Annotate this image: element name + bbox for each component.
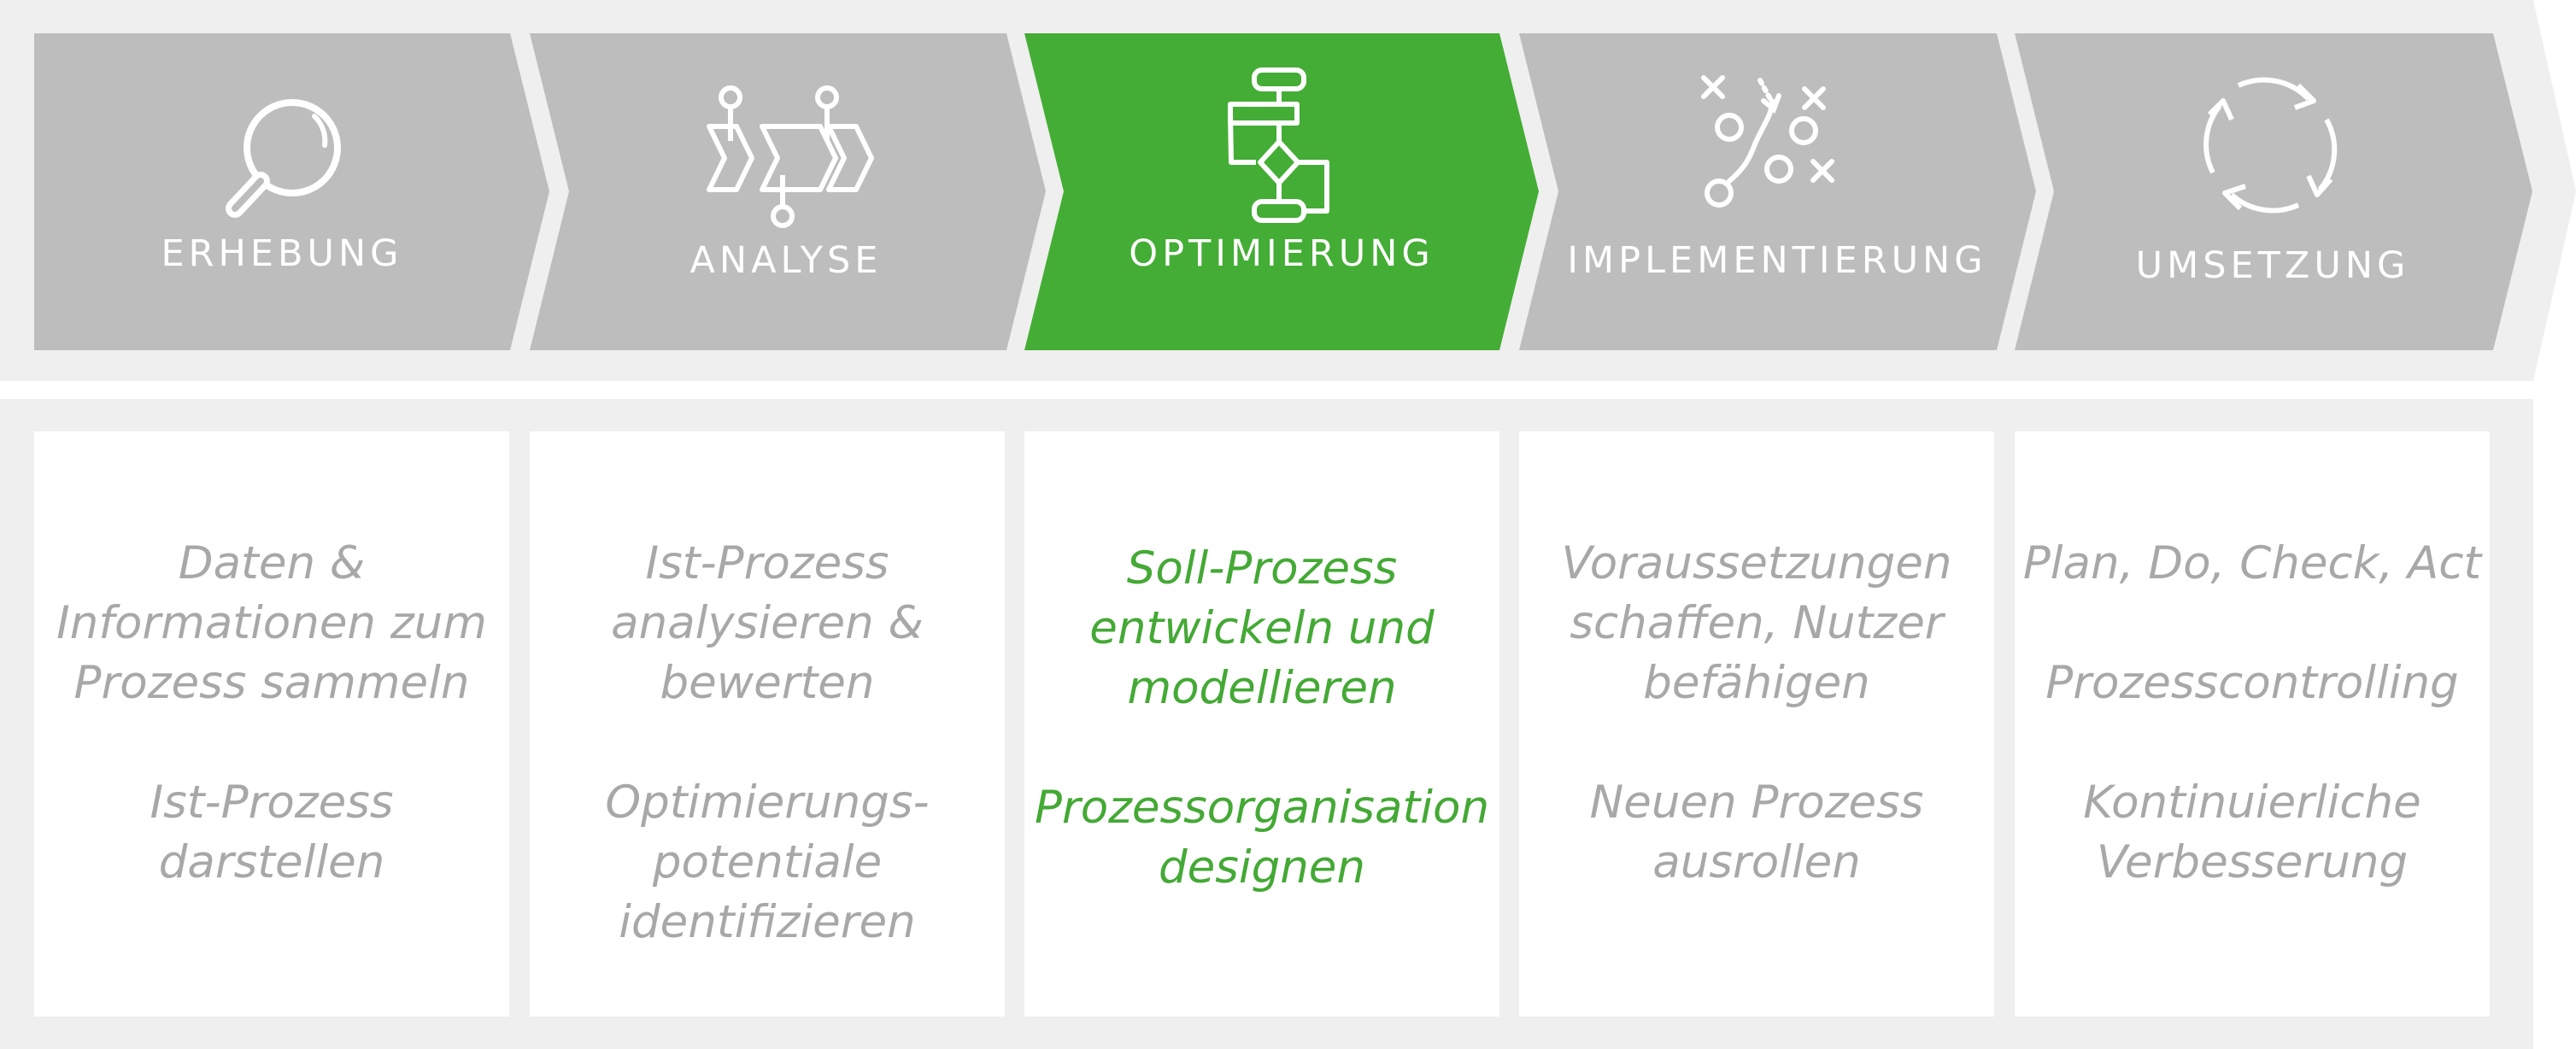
stage-card-analyse: Ist-Prozess analysieren & bewerten Optim… (530, 431, 1005, 1017)
card-item: Ist-Prozess analysieren & bewerten (611, 537, 924, 709)
stage-card-umsetzung: Plan, Do, Check, Act Prozesscontrolling … (2015, 431, 2490, 1017)
card-item: Plan, Do, Check, Act (2022, 537, 2482, 589)
stage-label-analyse: ANALYSE (689, 239, 883, 282)
card-item: Soll-Prozess entwickeln und modellieren (1089, 542, 1435, 714)
card-item: Voraussetzungen schaffen, Nutzer befähig… (1561, 537, 1952, 709)
card-item: Kontinuierliche Verbesserung (2083, 776, 2421, 888)
card-item: Optimierungs- potentiale identifizieren (605, 776, 930, 948)
stage-card-implementierung: Voraussetzungen schaffen, Nutzer befähig… (1519, 431, 1994, 1017)
magnifier-icon (226, 99, 341, 218)
stage-card-optimierung: Soll-Prozess entwickeln und modellieren … (1024, 431, 1499, 1017)
card-item: Prozesscontrolling (2045, 657, 2459, 709)
card-item: Prozessorganisation designen (1034, 782, 1490, 894)
process-chain-icon (707, 85, 874, 228)
card-item: Neuen Prozess ausrollen (1589, 776, 1924, 888)
stage-label-erhebung: ERHEBUNG (161, 232, 403, 275)
cycle-arrows-icon (2203, 77, 2338, 214)
card-item: Daten & Informationen zum Prozess sammel… (56, 537, 487, 709)
card-item: Ist-Prozess darstellen (150, 776, 394, 888)
stage-label-umsetzung: UMSETZUNG (2135, 244, 2410, 287)
stage-label-optimierung: OPTIMIERUNG (1129, 232, 1435, 275)
stage-card-erhebung: Daten & Informationen zum Prozess sammel… (34, 431, 509, 1017)
stage-label-implementierung: IMPLEMENTIERUNG (1567, 239, 1987, 282)
strategy-play-icon (1701, 75, 1834, 208)
flowchart-icon (1228, 67, 1329, 223)
chevron-umsetzung (2015, 33, 2532, 350)
chevron-implementierung (1519, 33, 2036, 350)
